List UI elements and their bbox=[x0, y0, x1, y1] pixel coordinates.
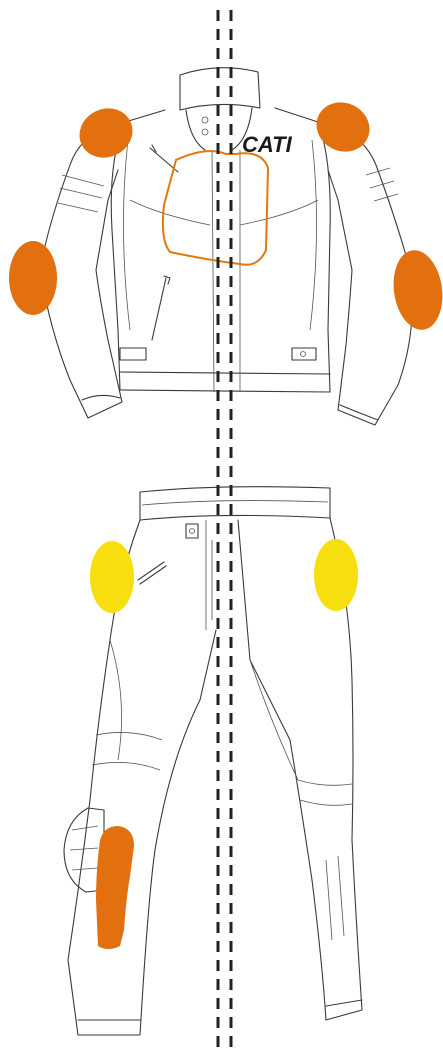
left-elbow-armor bbox=[9, 241, 57, 315]
back-protector-outline bbox=[163, 151, 268, 265]
left-knee-shin-armor bbox=[96, 826, 134, 949]
center-divider bbox=[218, 10, 231, 1050]
right-elbow-armor bbox=[389, 247, 443, 333]
left-hip-armor bbox=[90, 541, 134, 613]
right-hip-armor bbox=[314, 539, 358, 611]
left-shoulder-armor bbox=[71, 100, 140, 166]
